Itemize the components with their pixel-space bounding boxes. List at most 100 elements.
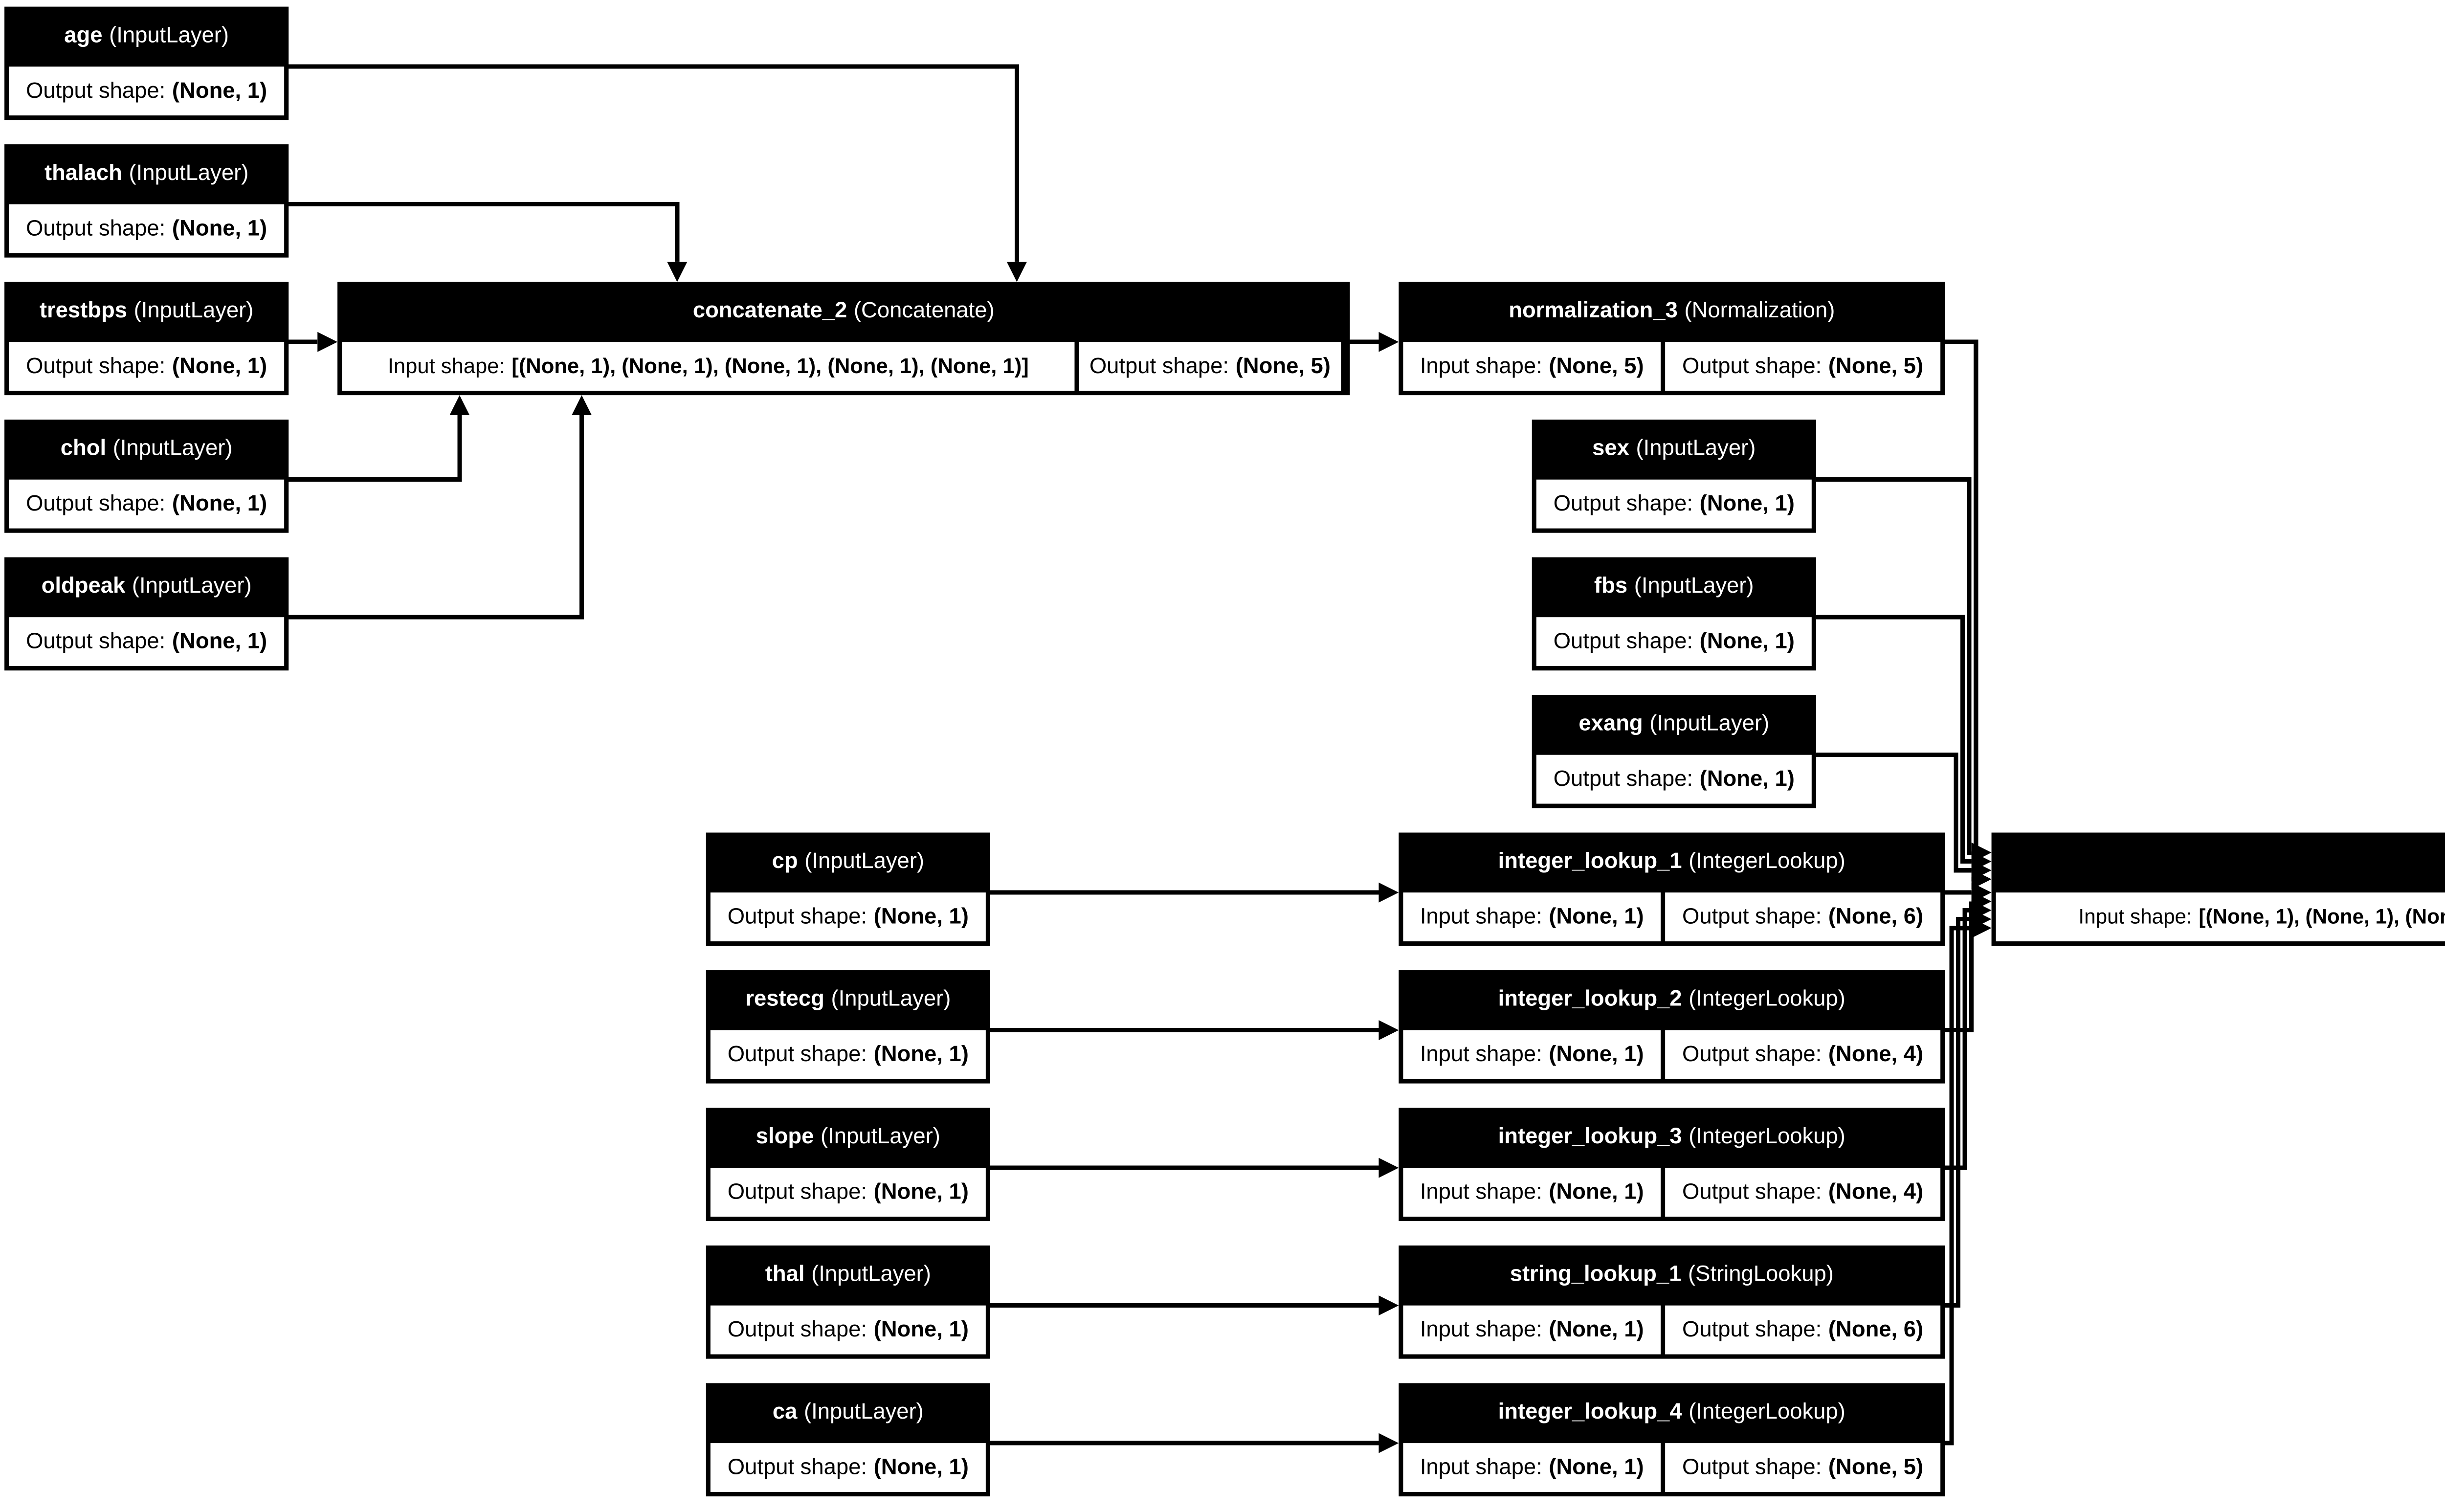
shape-cell: Output shape:(None, 1) [710, 892, 986, 942]
arrowhead [1971, 891, 1992, 912]
shape-cell: Input shape:[(None, 1), (None, 1), (None… [342, 342, 1075, 391]
shape-value: (None, 1) [873, 905, 969, 930]
layer-name: integer_lookup_3 [1498, 1125, 1682, 1150]
layer-type: (InputLayer) [112, 437, 233, 462]
shape-cell: Output shape:(None, 6) [1665, 892, 1941, 942]
shape-value: (None, 5) [1235, 354, 1331, 379]
layer-name: concatenate_2 [692, 299, 847, 324]
shape-cell: Output shape:(None, 1) [710, 1305, 986, 1355]
shape-cell: Input shape:(None, 1) [1403, 1443, 1661, 1492]
arrowhead [1971, 851, 1992, 872]
arrowhead [1971, 882, 1992, 903]
shape-cell: Input shape:(None, 1) [1403, 1030, 1661, 1079]
shape-cell: Output shape:(None, 5) [1665, 342, 1941, 391]
layer-title: cp(InputLayer) [706, 833, 990, 893]
shape-row: Input shape: (None, 5) Output shape:(None,… [1399, 342, 1945, 395]
layer-node-integer_lookup_1: integer_lookup_1(IntegerLookup)Input sha… [1399, 832, 1945, 946]
arrowhead [1378, 882, 1399, 903]
layer-title: string_lookup_1(StringLookup) [1399, 1245, 1945, 1306]
shape-cell: Input shape:[(None, 1), (None, 1), (None… [1996, 892, 2445, 942]
shape-label: Output shape: [727, 1317, 867, 1342]
shape-row: Output shape:(None, 1) [4, 342, 289, 395]
layer-type: (IntegerLookup) [1689, 1125, 1845, 1150]
shape-label: Output shape: [1553, 491, 1693, 516]
shape-value: (None, 1) [873, 1317, 969, 1342]
layer-node-slope: slope(InputLayer)Output shape:(None, 1) [706, 1108, 990, 1222]
layer-name: thalach [44, 162, 122, 187]
shape-value: (None, 1) [172, 491, 267, 516]
arrowhead [1378, 1157, 1399, 1178]
layer-node-sex: sex(InputLayer)Output shape:(None, 1) [1532, 420, 1816, 533]
shape-value: (None, 1) [172, 629, 267, 654]
layer-type: (Normalization) [1684, 299, 1835, 324]
layer-node-cp: cp(InputLayer)Output shape:(None, 1) [706, 832, 990, 946]
layer-name: oldpeak [41, 575, 126, 600]
layer-type: (InputLayer) [1649, 712, 1770, 737]
layer-node-restecg: restecg(InputLayer)Output shape:(None, 1… [706, 970, 990, 1084]
shape-value: (None, 5) [1549, 354, 1644, 379]
shape-row: Output shape:(None, 1) [4, 617, 289, 670]
layer-title: thal(InputLayer) [706, 1245, 990, 1306]
shape-label: Input shape: [1420, 354, 1542, 379]
layer-name: restecg [745, 988, 824, 1013]
layer-type: (InputLayer) [109, 24, 229, 49]
arrowhead [1971, 900, 1992, 920]
layer-node-thalach: thalach (InputLayer) Output shape:(None, 1… [4, 144, 289, 258]
shape-cell: Output shape:(None, 1) [1536, 755, 1812, 804]
arrowhead [1971, 918, 1992, 938]
shape-value: (None, 1) [1549, 1042, 1644, 1067]
layer-type: (InputLayer) [804, 850, 925, 875]
shape-value: (None, 1) [1549, 1180, 1644, 1205]
shape-label: Output shape: [1682, 1180, 1822, 1205]
layer-type: (InputLayer) [811, 1263, 931, 1288]
shape-label: Input shape: [1420, 1180, 1542, 1205]
shape-label: Output shape: [26, 629, 166, 654]
shape-value: (None, 1) [172, 216, 267, 241]
layer-node-fbs: fbs(InputLayer)Output shape:(None, 1) [1532, 557, 1816, 671]
shape-value: [(None, 1), (None, 1), (None, 1), (None,… [511, 354, 1029, 379]
shape-value: (None, 1) [1699, 491, 1795, 516]
layer-node-integer_lookup_3: integer_lookup_3 (IntegerLookup) Input sha… [1399, 1108, 1945, 1222]
arrowhead [1971, 843, 1992, 863]
layer-type: (InputLayer) [129, 162, 249, 187]
shape-value: [(None, 1), (None, 1), (None, 1), (None,… [2199, 906, 2445, 928]
shape-row: Output shape:(None, 1) [706, 892, 990, 946]
layer-name: ca [772, 1401, 798, 1425]
layer-title: sex(InputLayer) [1532, 420, 1816, 480]
shape-cell: Output shape:(None, 1) [9, 342, 285, 391]
layer-node-integer_lookup_4: integer_lookup_4(IntegerLookup)Input sha… [1399, 1383, 1945, 1497]
shape-label: Output shape: [26, 79, 166, 104]
shape-label: Output shape: [727, 1455, 867, 1480]
shape-row: Input shape:[(None, 1), (None, 1), (None… [337, 342, 1350, 395]
shape-label: Output shape: [1553, 767, 1693, 792]
arrowhead [667, 262, 688, 282]
shape-label: Output shape: [26, 354, 166, 379]
layer-title: concatenate_3(Concatenate) [1992, 833, 2445, 893]
shape-label: Output shape: [1682, 1455, 1822, 1480]
shape-row: Output shape:(None, 1) [4, 67, 289, 120]
shape-value: (None, 1) [1699, 629, 1795, 654]
layer-type: (StringLookup) [1688, 1263, 1834, 1288]
layer-title: concatenate_2(Concatenate) [337, 282, 1350, 342]
shape-cell: Output shape:(None, 1) [9, 204, 285, 253]
shape-value: (None, 1) [1549, 1455, 1644, 1480]
shape-row: Input shape:(None, 1)Output shape:(None,… [1399, 892, 1945, 946]
layer-type: (IntegerLookup) [1689, 1401, 1845, 1425]
shape-row: Input shape:(None, 1) Output shape: (None,… [1399, 1443, 1945, 1496]
shape-value: (None, 1) [1699, 767, 1795, 792]
layer-node-concatenate_2: concatenate_2(Concatenate)Input shape:[(… [337, 282, 1350, 396]
shape-row: Input shape:(None, 1)Output shape:(None,… [1399, 1168, 1945, 1221]
shape-cell: Output shape:(None, 6) [1665, 1305, 1941, 1355]
arrowhead [1378, 332, 1399, 352]
shape-label: Output shape: [26, 491, 166, 516]
layer-title: age(InputLayer) [4, 7, 289, 67]
layer-type: (InputLayer) [803, 1401, 924, 1425]
arrowhead [1006, 262, 1027, 282]
layer-name: exang [1578, 712, 1643, 737]
layer-title: ca(InputLayer) [706, 1383, 990, 1444]
shape-cell: Output shape:(None, 1) [1536, 479, 1812, 529]
shape-value: (None, 1) [1549, 905, 1644, 930]
layer-title: exang(InputLayer) [1532, 695, 1816, 755]
layer-type: (InputLayer) [1636, 437, 1756, 462]
shape-row: Input shape:[(None, 1), (None, 1), (None… [1992, 892, 2445, 946]
